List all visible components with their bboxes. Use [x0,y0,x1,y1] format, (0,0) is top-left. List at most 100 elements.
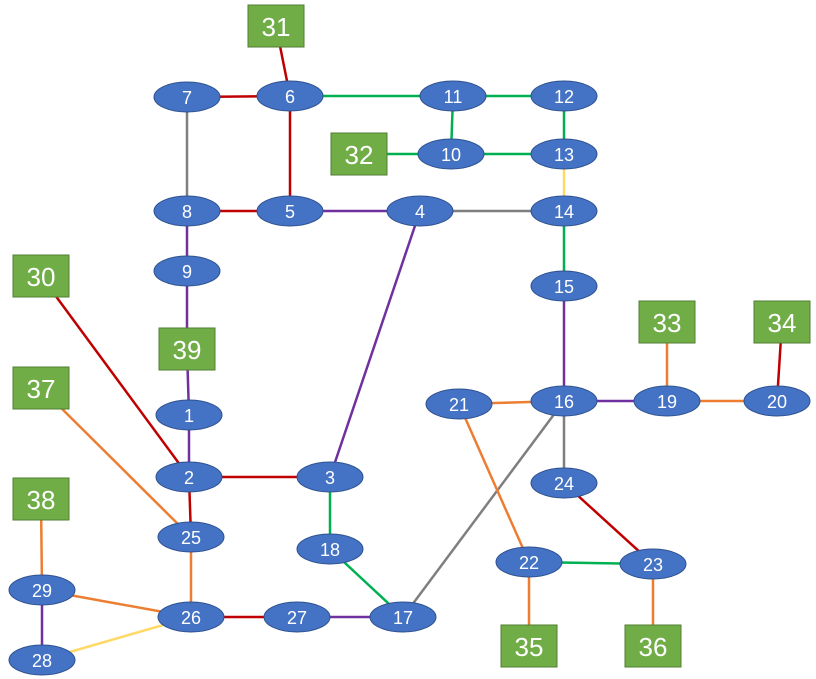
bus-node-16: 16 [530,385,598,417]
bus-label: 23 [643,555,663,575]
bus-node-20: 20 [743,385,811,417]
bus-label: 2 [184,468,194,488]
generator-box [12,477,70,521]
bus-ellipse [425,388,493,420]
generator-label: 39 [173,335,202,365]
bus-label: 11 [444,87,463,107]
bus-node-27: 27 [263,601,331,633]
bus-label: 29 [32,581,52,601]
bus-label: 7 [182,88,192,108]
generator-node-38: 38 [12,477,70,521]
bus-label: 10 [441,145,461,165]
bus-ellipse [369,601,437,633]
bus-node-26: 26 [157,601,225,633]
generator-label: 33 [653,308,682,338]
bus-node-12: 12 [530,80,598,112]
bus-node-23: 23 [619,548,687,580]
bus-ellipse [8,644,76,676]
generator-box [158,327,216,371]
bus-label: 6 [285,87,295,107]
bus-ellipse [633,385,701,417]
bus-label: 13 [554,145,574,165]
bus-ellipse [256,80,324,112]
edge-37-25 [40,387,192,538]
bus-node-17: 17 [369,601,437,633]
bus-label: 19 [657,392,677,412]
bus-ellipse [153,255,221,287]
generator-label: 36 [639,632,668,662]
bus-ellipse [530,467,598,499]
generator-node-30: 30 [12,254,70,298]
bus-ellipse [419,80,487,112]
generator-box [624,624,682,668]
bus-node-15: 15 [530,270,598,302]
bus-node-29: 29 [8,574,76,606]
generator-box [12,366,70,410]
bus-node-25: 25 [157,521,225,553]
generator-label: 37 [27,374,56,404]
edge-21-22 [457,403,531,563]
bus-ellipse [296,533,364,565]
bus-ellipse [155,399,223,431]
generator-node-33: 33 [638,300,696,344]
bus-ellipse [155,461,223,493]
generator-box [12,254,70,298]
bus-ellipse [530,138,598,170]
bus-node-19: 19 [633,385,701,417]
bus-ellipse [530,195,598,227]
bus-node-24: 24 [530,467,598,499]
bus-label: 24 [554,474,574,494]
bus-ellipse [256,195,324,227]
bus-node-8: 8 [153,195,221,227]
bus-node-7: 7 [153,81,221,113]
bus-node-21: 21 [425,388,493,420]
generator-node-31: 31 [247,4,305,48]
bus-ellipse [417,138,485,170]
generator-box [330,132,388,176]
bus-ellipse [157,521,225,553]
bus-node-18: 18 [296,533,364,565]
bus-node-10: 10 [417,138,485,170]
bus-node-5: 5 [256,195,324,227]
bus-node-22: 22 [495,546,563,578]
generator-box [500,624,558,668]
bus-label: 15 [554,277,574,297]
bus-label: 25 [181,528,201,548]
generator-box [753,300,811,344]
generator-label: 35 [515,632,544,662]
generator-box [247,4,305,48]
edge-30-2 [39,275,191,478]
generator-label: 34 [768,308,797,338]
bus-ellipse [530,80,598,112]
bus-node-6: 6 [256,80,324,112]
generator-node-35: 35 [500,624,558,668]
generator-box [638,300,696,344]
bus-label: 5 [285,202,295,222]
bus-label: 27 [287,608,307,628]
bus-label: 20 [767,392,787,412]
bus-ellipse [530,385,598,417]
generator-node-37: 37 [12,366,70,410]
bus-label: 26 [181,608,201,628]
bus-label: 28 [32,651,52,671]
bus-label: 17 [393,608,413,628]
generator-node-39: 39 [158,327,216,371]
bus-node-13: 13 [530,138,598,170]
bus-label: 22 [519,553,539,573]
bus-label: 9 [182,262,192,282]
bus-ellipse [619,548,687,580]
generator-label: 30 [27,262,56,292]
bus-ellipse [495,546,563,578]
generator-node-34: 34 [753,300,811,344]
bus-ellipse [157,601,225,633]
bus-label: 3 [325,468,335,488]
bus-ellipse [296,461,364,493]
bus-label: 1 [184,406,194,426]
edge-4-3 [328,210,422,478]
bus-node-1: 1 [155,399,223,431]
bus-node-28: 28 [8,644,76,676]
generator-node-32: 32 [330,132,388,176]
bus-ellipse [8,574,76,606]
